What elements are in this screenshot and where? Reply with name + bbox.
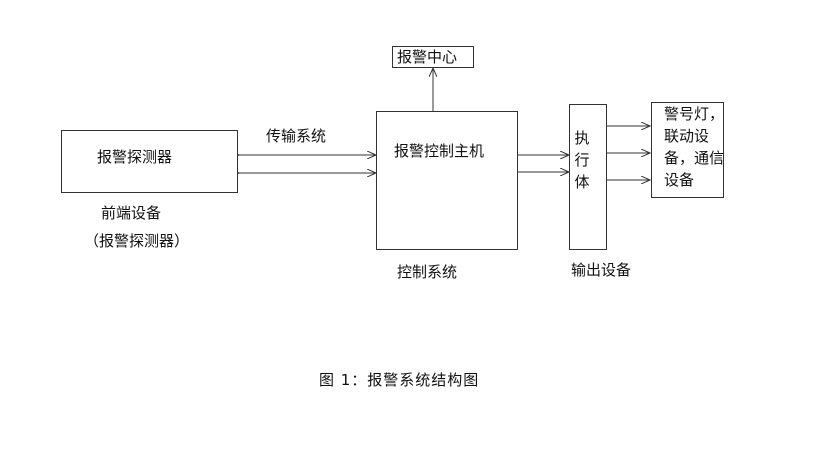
detector-label: 报警探测器 (97, 148, 173, 166)
control-host-box: 报警控制主机 (376, 111, 518, 250)
transmission-label: 传输系统 (266, 127, 327, 145)
executor-box: 执行体 (569, 104, 607, 250)
control-system-label: 控制系统 (397, 263, 458, 281)
executor-label: 执行体 (574, 129, 590, 191)
control-host-label: 报警控制主机 (394, 142, 485, 160)
front-end-sub-label: （报警探测器） (84, 232, 190, 250)
front-end-label: 前端设备 (101, 204, 162, 222)
alarm-center-box: 报警中心 (392, 46, 474, 68)
figure-caption: 图 1：报警系统结构图 (319, 371, 480, 389)
detector-box: 报警探测器 (61, 130, 238, 193)
alarm-center-label: 报警中心 (397, 48, 458, 66)
output-equipment-label: 输出设备 (571, 261, 632, 279)
output-devices-box: 警号灯，联动设备，通信设备 (651, 102, 724, 198)
output-devices-label: 警号灯，联动设备，通信设备 (664, 105, 725, 189)
